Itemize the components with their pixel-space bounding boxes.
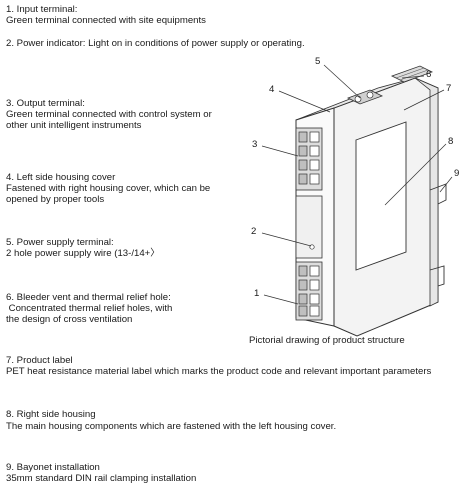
item-6-line-2: the design of cross ventilation — [6, 314, 133, 325]
item-7-line-1: PET heat resistance material label which… — [6, 366, 432, 377]
item-4-title: 4. Left side housing cover — [6, 172, 116, 183]
callout-5: 5 — [315, 56, 320, 67]
item-4-line-2: opened by proper tools — [6, 194, 105, 205]
item-6-line-1: Concentrated thermal relief holes, with — [6, 303, 173, 314]
item-6-title: 6. Bleeder vent and thermal relief hole: — [6, 292, 171, 303]
item-7-title: 7. Product label — [6, 355, 73, 366]
item-3-line-2: other unit intelligent instruments — [6, 120, 142, 131]
front-panel — [295, 195, 323, 259]
diagram-caption: Pictorial drawing of product structure — [249, 335, 405, 346]
item-3-line-1: Green terminal connected with control sy… — [6, 109, 212, 120]
item-3-title: 3. Output terminal: — [6, 98, 85, 109]
item-9-line-1: 35mm standard DIN rail clamping installa… — [6, 473, 197, 484]
item-1-line-1: Green terminal connected with site equip… — [6, 15, 206, 26]
item-8-title: 8. Right side housing — [6, 409, 96, 420]
callout-9: 9 — [454, 168, 459, 179]
callout-1: 1 — [254, 288, 259, 299]
bayonet-clip — [429, 183, 447, 287]
callout-6: 6 — [426, 69, 431, 80]
item-2-title: 2. Power indicator: Light on in conditio… — [6, 38, 305, 49]
housing-side-edge — [414, 77, 439, 307]
item-9-title: 9. Bayonet installation — [6, 462, 100, 473]
power-indicator-led — [309, 244, 315, 250]
item-4-line-1: Fastened with right housing cover, which… — [6, 183, 211, 194]
callout-2: 2 — [251, 226, 256, 237]
item-5-title: 5. Power supply terminal: — [6, 237, 114, 248]
callout-8: 8 — [448, 136, 453, 147]
item-8-line-1: The main housing components which are fa… — [6, 421, 337, 432]
item-1-title: 1. Input terminal: — [6, 4, 78, 15]
callout-4: 4 — [269, 84, 275, 95]
callout-3: 3 — [252, 139, 257, 150]
callout-7: 7 — [446, 83, 451, 94]
item-5-line-1: 2 hole power supply wire (13-/14+〉 — [6, 248, 160, 259]
product-label — [355, 121, 407, 271]
